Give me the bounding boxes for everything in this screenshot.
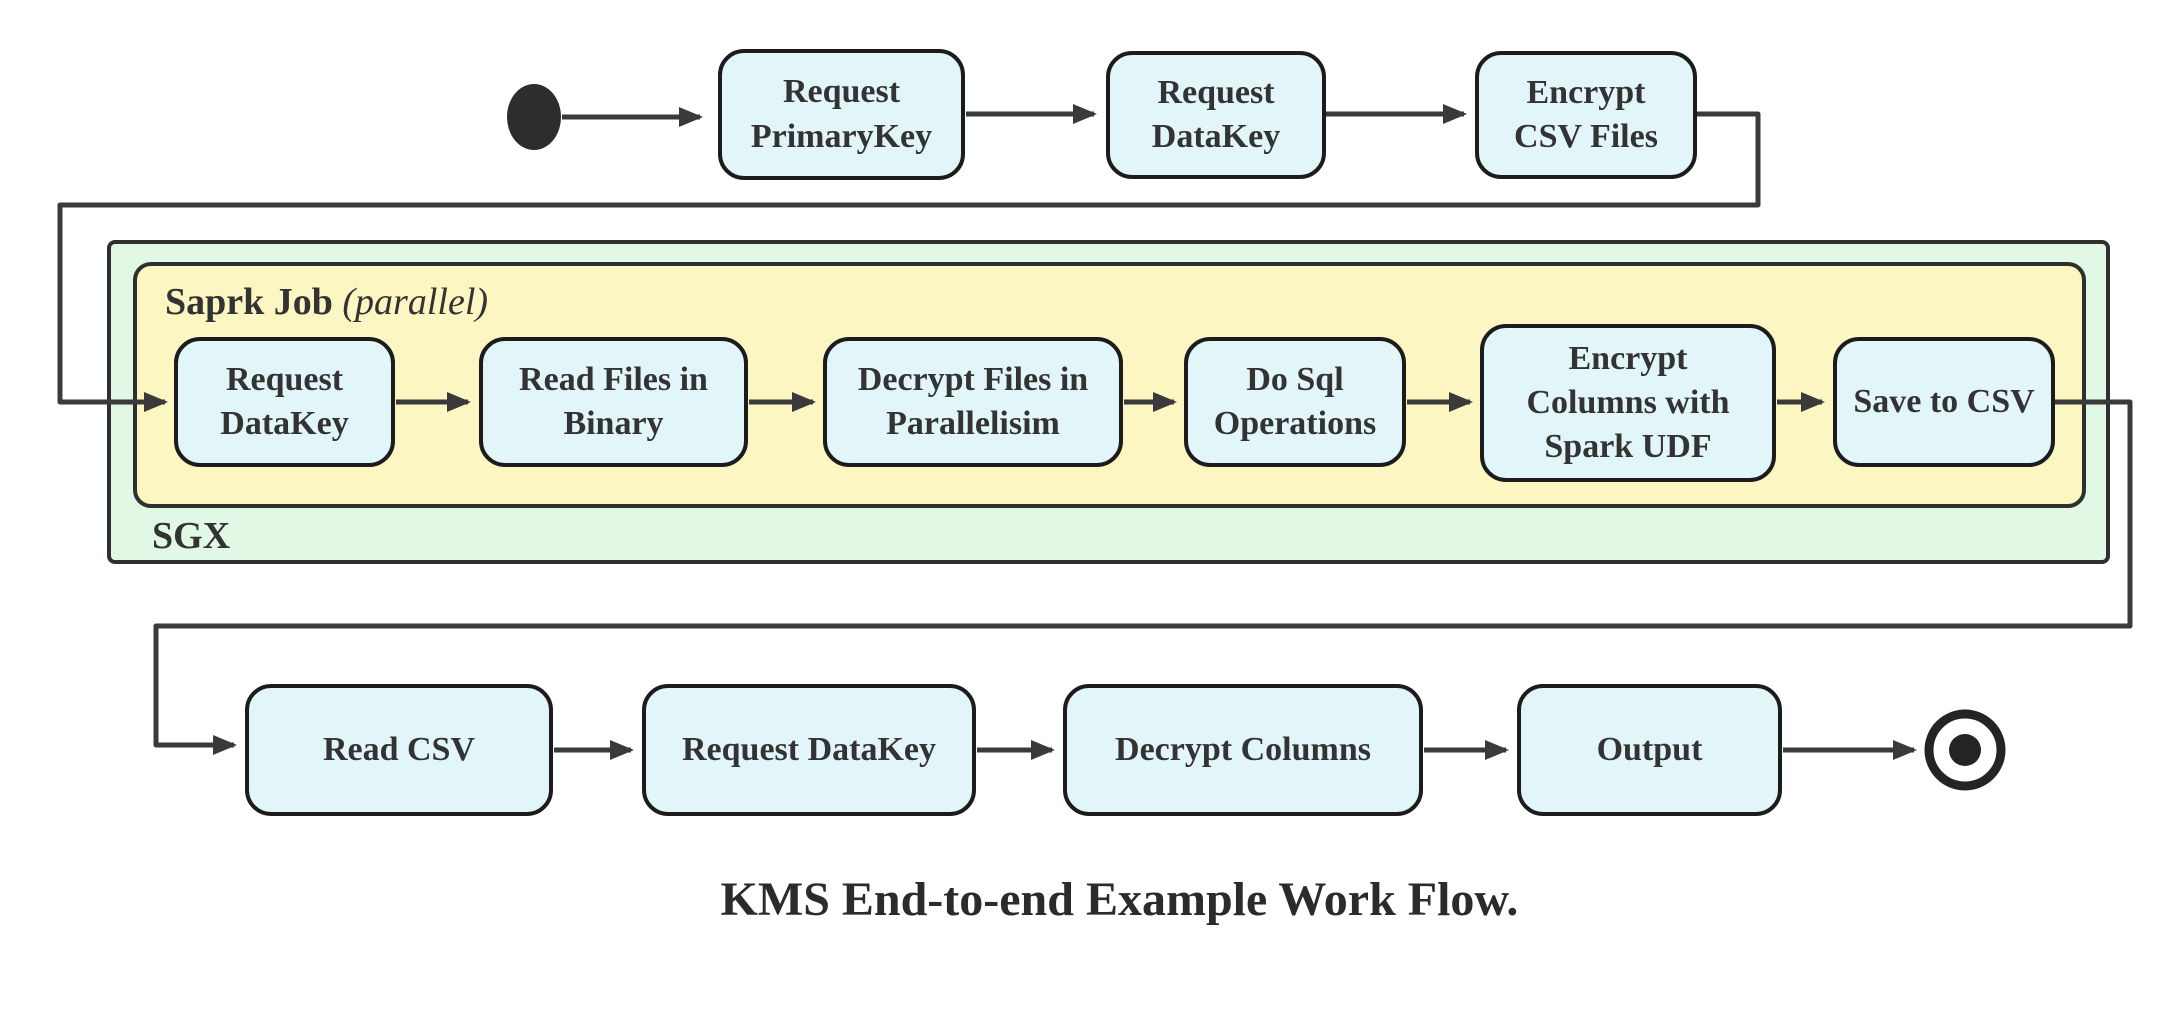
node-decrypt-columns: Decrypt Columns — [1063, 684, 1423, 816]
sgx-label: SGX — [152, 515, 231, 557]
node-request-datakey-bottom: Request DataKey — [642, 684, 976, 816]
node-encrypt-csv-files: Encrypt CSV Files — [1475, 51, 1697, 179]
node-label: Decrypt Columns — [1115, 730, 1371, 768]
node-label: Encrypt Columns with Spark UDF — [1526, 339, 1730, 466]
edge-save-csv-to-read-csv — [153, 399, 2133, 755]
node-label: Read CSV — [322, 730, 476, 768]
node-read-files-in-binary: Read Files in Binary — [479, 337, 748, 467]
spark-job-annotation: (parallel) — [342, 281, 489, 323]
node-label: Request DataKey — [681, 730, 937, 768]
diagram-caption: KMS End-to-end Example Work Flow. — [720, 873, 1519, 926]
node-label: Do Sql Operations — [1213, 360, 1377, 442]
edge-encrypt-csv-to-sgx-request-datakey — [57, 111, 1761, 412]
node-label: Read Files in Binary — [519, 360, 708, 442]
node-label: Save to CSV — [1853, 382, 2035, 420]
node-decrypt-files-in-parallelisim: Decrypt Files in Parallelisim — [823, 337, 1123, 467]
node-label: Request DataKey — [220, 360, 349, 442]
spark-job-label: Saprk Job (parallel) — [165, 280, 488, 324]
node-label: Decrypt Files in Parallelisim — [857, 360, 1089, 442]
node-request-datakey-top: Request DataKey — [1106, 51, 1326, 179]
node-request-primarykey: Request PrimaryKey — [718, 49, 965, 180]
end-node — [1924, 709, 2006, 791]
node-sgx-request-datakey: Request DataKey — [174, 337, 395, 467]
node-label: Output — [1596, 730, 1703, 768]
spark-job-title: Saprk Job — [165, 281, 333, 323]
node-read-csv: Read CSV — [245, 684, 553, 816]
node-save-to-csv: Save to CSV — [1833, 337, 2055, 467]
node-label: Request DataKey — [1151, 73, 1281, 155]
node-encrypt-columns-spark-udf: Encrypt Columns with Spark UDF — [1480, 324, 1776, 482]
node-label: Request PrimaryKey — [750, 73, 933, 155]
start-node — [507, 84, 561, 150]
node-do-sql-operations: Do Sql Operations — [1184, 337, 1406, 467]
node-label: Encrypt CSV Files — [1514, 73, 1658, 155]
node-output: Output — [1517, 684, 1782, 816]
